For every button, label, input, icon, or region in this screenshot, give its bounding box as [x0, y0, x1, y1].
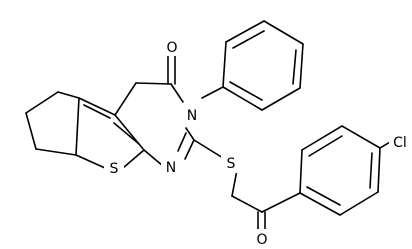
- atom-oxygen-carbonyl: O: [166, 40, 177, 56]
- atom-sulfur-thiophene: S: [110, 161, 119, 177]
- atom-oxygen-ketone: O: [256, 232, 267, 248]
- atom-nitrogen-phenyl: N: [187, 108, 197, 124]
- atom-labels: O N S N S O Cl: [104, 38, 411, 248]
- bonds: [25, 20, 391, 231]
- atom-nitrogen-ring: N: [166, 160, 176, 176]
- atom-sulfur-thioether: S: [227, 156, 236, 172]
- atom-chlorine: Cl: [393, 135, 407, 151]
